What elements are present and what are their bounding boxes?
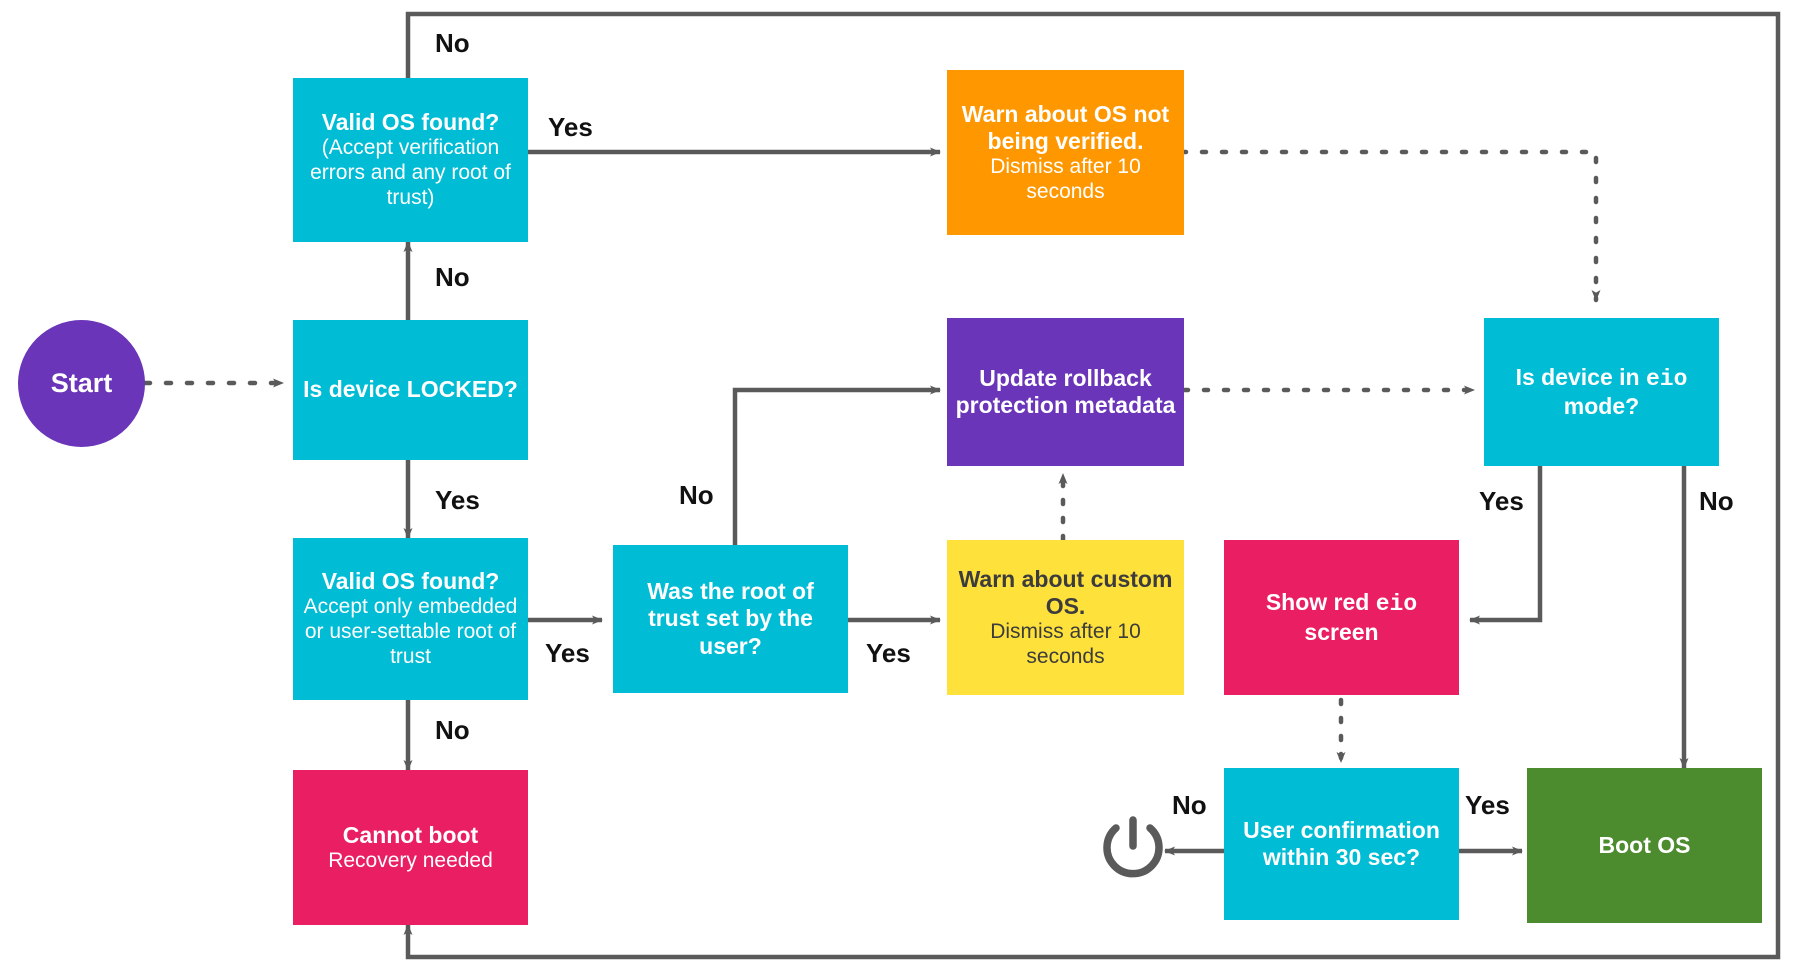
edge-label-eio-no: No	[1699, 486, 1734, 516]
node-start[interactable]: Start	[18, 320, 145, 447]
node-warn-custom-detail: Dismiss after 10 seconds	[990, 619, 1141, 668]
node-warn-custom-title: Warn about custom OS.	[958, 565, 1173, 619]
node-cannot-boot-title: Cannot boot	[342, 821, 479, 848]
edge-label-valid-os-locked-no: No	[435, 715, 470, 745]
node-is-device-in-eio-mode[interactable]: Is device in eio mode?	[1484, 318, 1719, 466]
node-warn-unverified-title: Warn about OS not being verified.	[961, 100, 1170, 154]
edge-label-locked-no: No	[435, 262, 470, 292]
eio-keyword: eio	[1375, 591, 1418, 618]
power-off-icon	[1100, 812, 1166, 884]
node-valid-os-locked-title: Valid OS found?	[321, 568, 500, 595]
node-show-red-eio-title: Show red eio screen	[1265, 589, 1418, 645]
edge-warn-unverified-to-eio	[1179, 149, 1601, 303]
node-warn-custom-os[interactable]: Warn about custom OS. Dismiss after 10 s…	[947, 540, 1184, 695]
edge-label-valid-os-locked-yes: Yes	[545, 638, 590, 668]
node-update-rollback-protection[interactable]: Update rollback protection metadata	[947, 318, 1184, 466]
node-show-red-eio-screen[interactable]: Show red eio screen	[1224, 540, 1459, 695]
node-cannot-boot[interactable]: Cannot boot Recovery needed	[293, 770, 528, 925]
node-boot-os[interactable]: Boot OS	[1527, 768, 1762, 923]
node-warn-unverified-detail: Dismiss after 10 seconds	[990, 154, 1141, 203]
node-valid-os-locked-detail: Accept only embedded or user-settable ro…	[303, 595, 518, 668]
node-root-of-trust-set-by-user[interactable]: Was the root of trust set by the user?	[613, 545, 848, 693]
edge-label-unlocked-no: No	[435, 28, 470, 58]
node-valid-os-found-locked[interactable]: Valid OS found? Accept only embedded or …	[293, 538, 528, 700]
node-root-of-trust-title: Was the root of trust set by the user?	[647, 578, 814, 659]
node-valid-os-unlocked-detail: (Accept verification errors and any root…	[310, 136, 511, 209]
node-boot-os-title: Boot OS	[1598, 831, 1691, 858]
edge-label-confirm-yes: Yes	[1465, 790, 1510, 820]
node-valid-os-found-unlocked[interactable]: Valid OS found? (Accept verification err…	[293, 78, 528, 242]
node-warn-os-not-verified[interactable]: Warn about OS not being verified. Dismis…	[947, 70, 1184, 235]
node-valid-os-unlocked-title: Valid OS found?	[321, 109, 500, 136]
edge-label-unlocked-yes: Yes	[548, 112, 593, 142]
edge-unlocked-no-loop	[403, 11, 1781, 960]
edge-label-locked-yes: Yes	[435, 485, 480, 515]
edge-label-eio-yes: Yes	[1479, 486, 1524, 516]
node-start-label: Start	[50, 367, 113, 398]
node-is-device-locked[interactable]: Is device LOCKED?	[293, 320, 528, 460]
eio-keyword: eio	[1645, 365, 1688, 392]
node-user-confirmation-title: User confirmation within 30 sec?	[1243, 816, 1440, 870]
node-cannot-boot-detail: Recovery needed	[328, 848, 493, 872]
edge-label-confirm-no: No	[1172, 790, 1207, 820]
edge-root-no	[732, 385, 941, 545]
node-is-device-eio-title: Is device in eio mode?	[1515, 363, 1688, 419]
node-is-device-locked-title: Is device LOCKED?	[303, 376, 518, 403]
edge-label-root-yes: Yes	[866, 638, 911, 668]
edge-eio-yes	[1469, 465, 1543, 625]
edge-label-root-no: No	[679, 480, 714, 510]
node-user-confirmation[interactable]: User confirmation within 30 sec?	[1224, 768, 1459, 920]
node-update-rollback-title: Update rollback protection metadata	[955, 364, 1176, 418]
